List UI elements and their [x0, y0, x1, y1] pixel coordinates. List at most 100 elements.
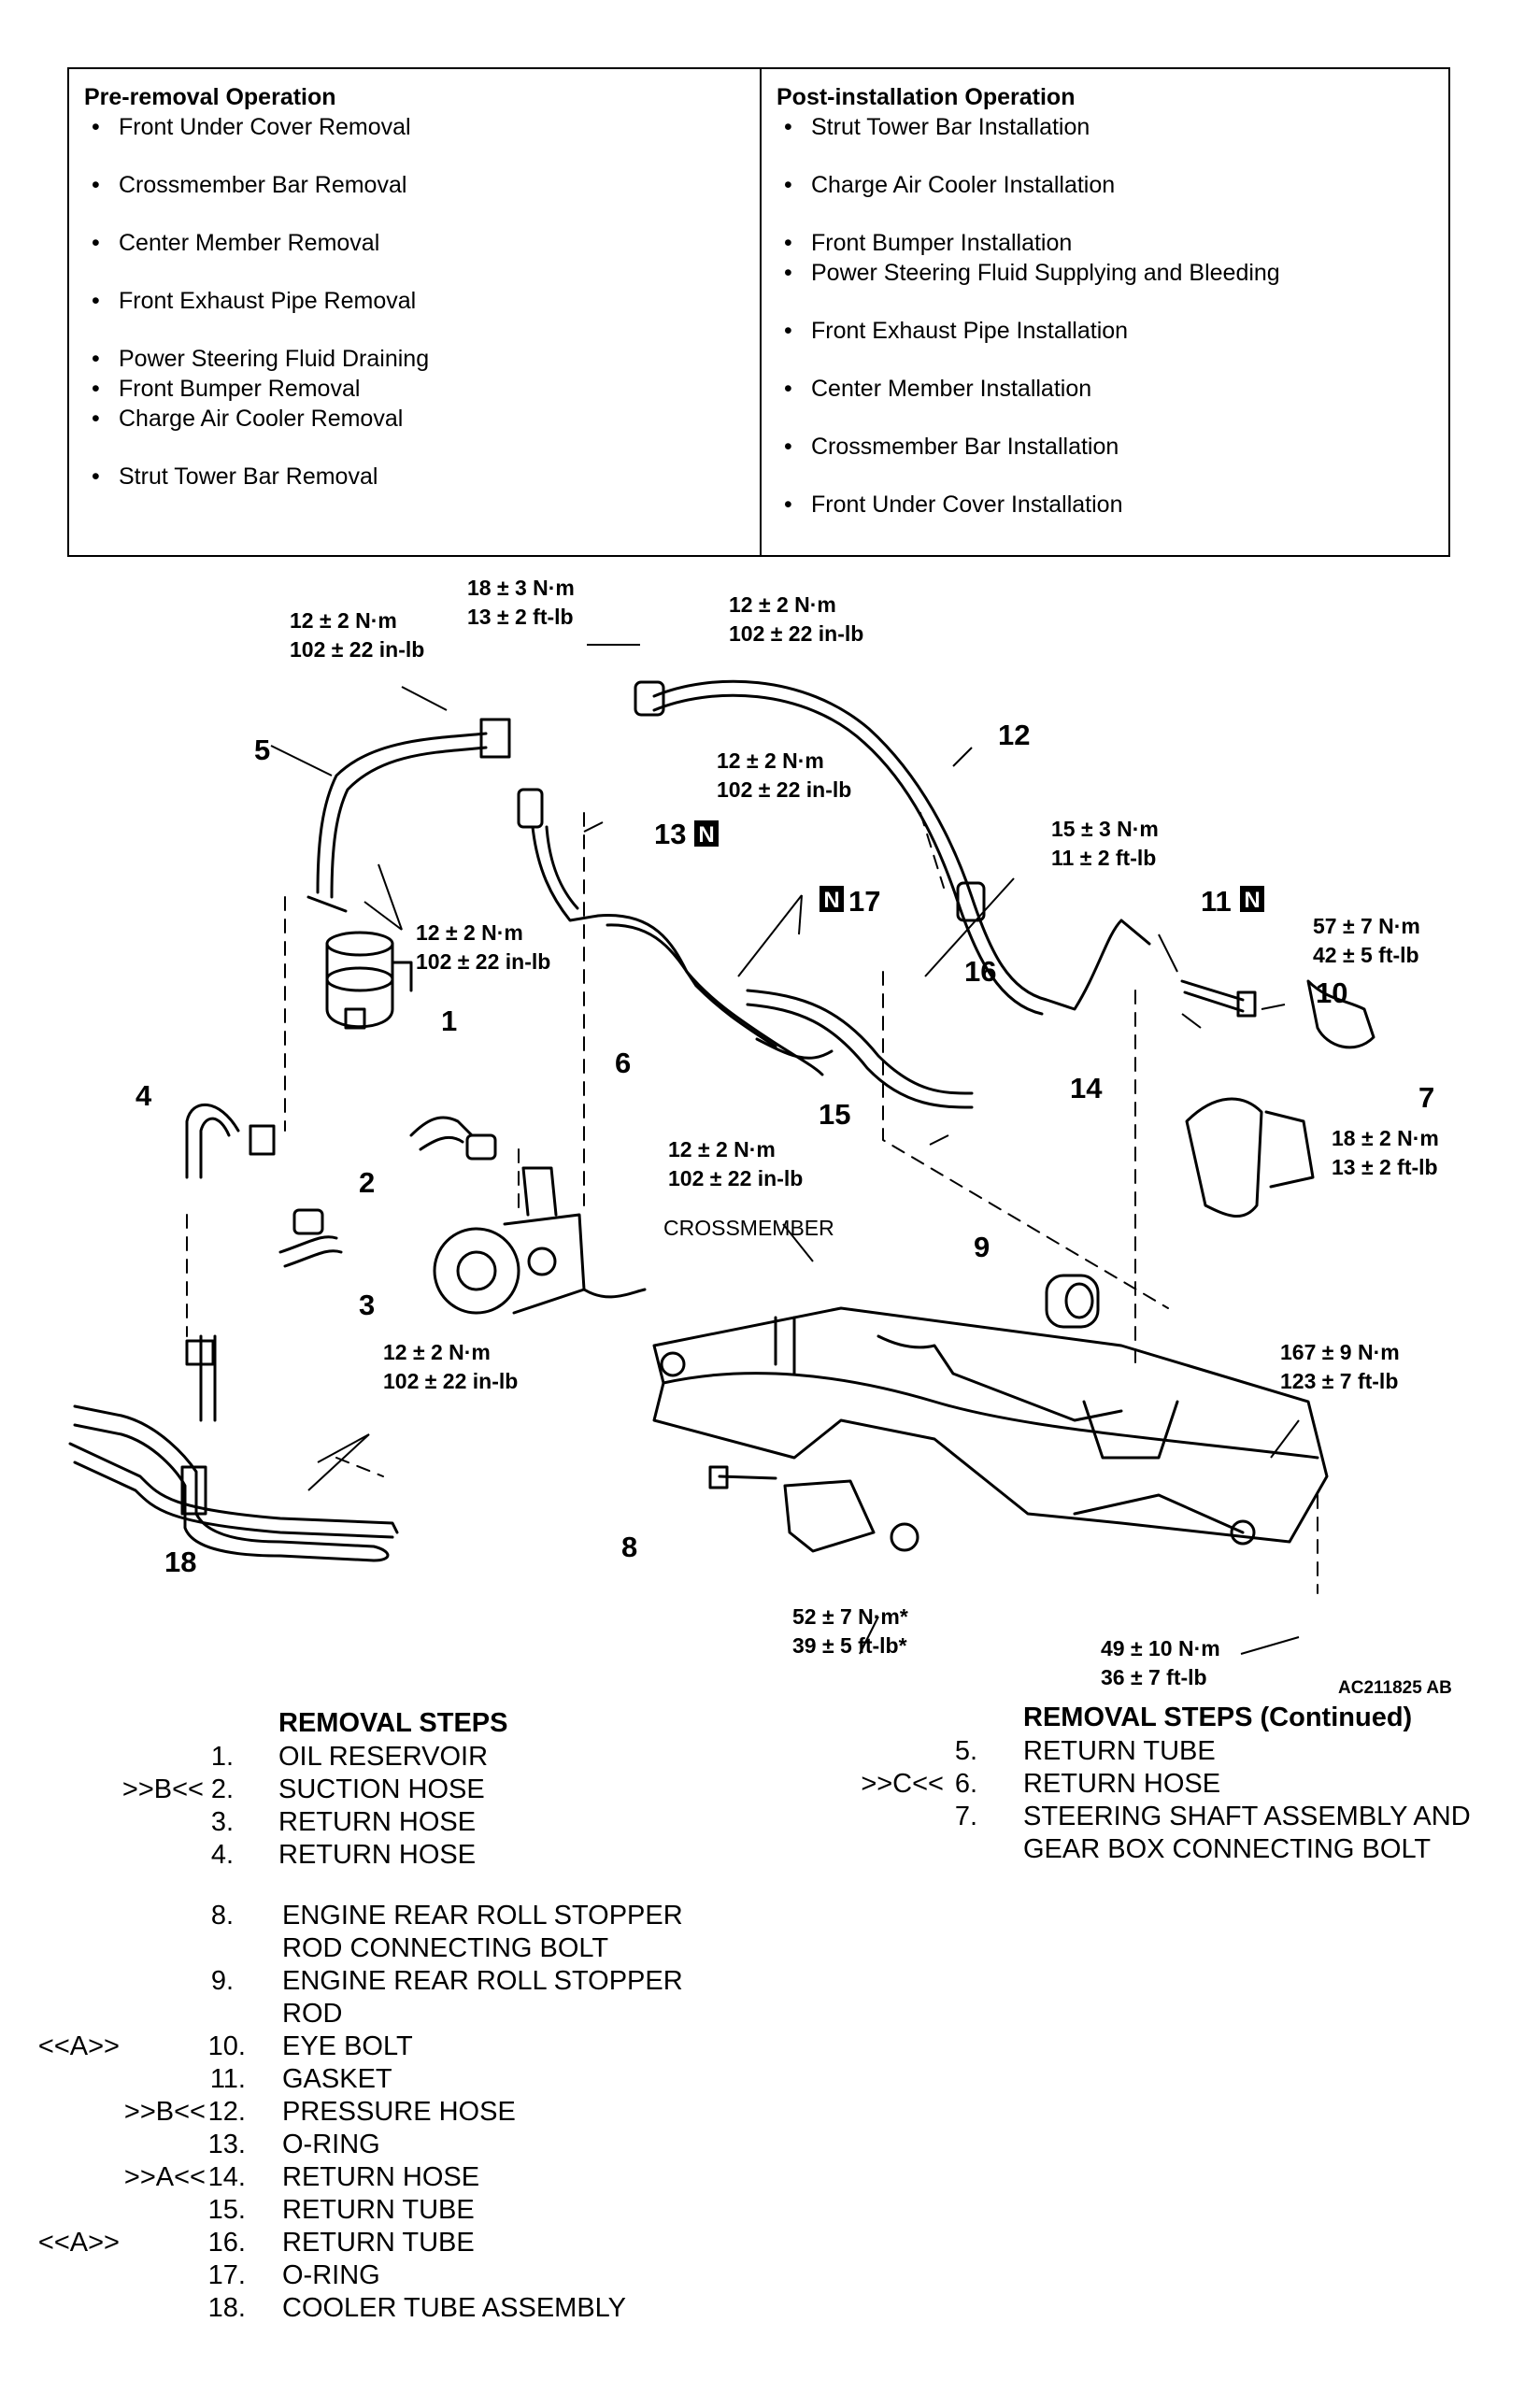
- torque-spec: 102 ± 22 in-lb: [717, 777, 851, 802]
- step-text: RETURN HOSE: [282, 2162, 480, 2192]
- step-text: ENGINE REAR ROLL STOPPER: [282, 1901, 683, 1931]
- part-callouts: 1 2 3 4 5 6 7 8 9 10 11 12 13 14 15 16 1…: [135, 719, 1434, 1578]
- new-part-badges: N N N: [694, 820, 1264, 913]
- torque-spec: 167 ± 9 N·m: [1280, 1340, 1400, 1364]
- return-tube-5: [306, 718, 511, 913]
- roll-stopper-rod: [1045, 1274, 1100, 1329]
- step-number: 18.: [207, 2293, 246, 2323]
- callout-1: 1: [441, 1005, 457, 1037]
- step-number: 11.: [209, 2064, 246, 2094]
- step-text: O-RING: [282, 2260, 380, 2290]
- step-number: 16.: [207, 2228, 246, 2258]
- torque-spec: 52 ± 7 N·m*: [792, 1604, 908, 1629]
- oil-reservoir: [325, 931, 413, 1030]
- callout-16: 16: [964, 955, 996, 988]
- step-number: 7.: [954, 1802, 977, 1831]
- callout-12: 12: [998, 719, 1030, 751]
- list-item: Front Bumper Removal: [84, 374, 745, 404]
- torque-spec: 12 ± 2 N·m: [383, 1340, 491, 1364]
- step-text: PRESSURE HOSE: [282, 2097, 516, 2127]
- callout-15: 15: [819, 1098, 850, 1131]
- list-item: Center Member Removal: [84, 228, 745, 258]
- step-number: 1.: [210, 1742, 234, 1772]
- step-number: 13.: [207, 2130, 246, 2159]
- torque-specs: 18 ± 3 N·m 13 ± 2 ft-lb 12 ± 2 N·m 102 ±…: [290, 576, 1439, 1689]
- torque-spec: 102 ± 22 in-lb: [729, 621, 863, 646]
- torque-spec: 12 ± 2 N·m: [729, 592, 836, 617]
- step-number: 17.: [207, 2260, 246, 2290]
- step-text: OIL RESERVOIR: [278, 1742, 489, 1772]
- svg-text:N: N: [698, 822, 714, 848]
- torque-spec: 13 ± 2 ft-lb: [467, 605, 574, 629]
- step-number: 8.: [210, 1901, 234, 1931]
- step-text: GASKET: [282, 2064, 392, 2094]
- torque-spec: 15 ± 3 N·m: [1051, 817, 1159, 841]
- crossmember: [652, 1306, 1329, 1546]
- step-text: RETURN TUBE: [282, 2195, 475, 2225]
- callout-4: 4: [135, 1079, 152, 1112]
- list-item: Center Member Installation: [777, 374, 1433, 404]
- callout-8: 8: [621, 1531, 637, 1563]
- torque-spec: 57 ± 7 N·m: [1313, 914, 1420, 938]
- list-item: Power Steering Fluid Draining: [84, 344, 745, 374]
- callout-17: 17: [848, 885, 880, 918]
- leader-lines: [270, 644, 1300, 1655]
- torque-spec: 12 ± 2 N·m: [416, 920, 523, 945]
- step-number: 14.: [207, 2162, 246, 2192]
- step-text: ROD CONNECTING BOLT: [282, 1933, 609, 1963]
- new-part-badge: N: [694, 820, 719, 848]
- callout-5: 5: [254, 734, 270, 766]
- torque-spec: 42 ± 5 ft-lb: [1313, 943, 1419, 967]
- step-text: RETURN HOSE: [278, 1807, 477, 1837]
- torque-spec: 39 ± 5 ft-lb*: [792, 1633, 907, 1658]
- step-text: STEERING SHAFT ASSEMBLY AND: [1023, 1802, 1471, 1831]
- step-mark: >>A<<: [123, 2162, 206, 2192]
- power-steering-exploded-diagram: 18 ± 3 N·m 13 ± 2 ft-lb 12 ± 2 N·m 102 ±…: [68, 576, 1452, 1696]
- torque-spec: 102 ± 22 in-lb: [383, 1369, 518, 1393]
- removal-steps-continued-title: REMOVAL STEPS (Continued): [1023, 1703, 1413, 1732]
- operations-table: Pre-removal Operation Front Under Cover …: [67, 67, 1450, 557]
- svg-text:N: N: [823, 888, 839, 913]
- new-part-badge: N: [1240, 886, 1264, 913]
- torque-spec: 13 ± 2 ft-lb: [1332, 1155, 1438, 1179]
- step-mark: >>B<<: [121, 1774, 204, 1804]
- svg-text:N: N: [1244, 888, 1260, 913]
- step-number: 15.: [207, 2195, 246, 2225]
- steering-shaft-assembly: [1185, 979, 1375, 1218]
- torque-spec: 12 ± 2 N·m: [717, 748, 824, 773]
- new-part-badge: N: [820, 886, 844, 913]
- callout-7: 7: [1418, 1081, 1434, 1114]
- torque-spec: 36 ± 7 ft-lb: [1101, 1665, 1207, 1689]
- removal-steps-title: REMOVAL STEPS: [278, 1708, 508, 1738]
- eye-bolt: [1180, 979, 1257, 1018]
- pressure-hose: [634, 679, 1151, 1016]
- list-item: Front Exhaust Pipe Removal: [84, 286, 745, 316]
- return-tube-15: [746, 989, 974, 1109]
- step-mark: >>B<<: [123, 2097, 206, 2127]
- callout-9: 9: [974, 1231, 990, 1263]
- list-item: Strut Tower Bar Installation: [777, 112, 1433, 142]
- callout-2: 2: [359, 1166, 375, 1199]
- list-item: Charge Air Cooler Removal: [84, 404, 745, 434]
- step-text: ENGINE REAR ROLL STOPPER: [282, 1966, 683, 1996]
- figure-code: AC211825 AB: [1338, 1678, 1452, 1696]
- step-number: 6.: [954, 1769, 977, 1799]
- callout-6: 6: [615, 1047, 631, 1079]
- callout-13: 13: [654, 818, 686, 850]
- pre-removal-title: Pre-removal Operation: [84, 84, 336, 110]
- step-text: EYE BOLT: [282, 2031, 413, 2061]
- list-item: Strut Tower Bar Removal: [84, 462, 745, 492]
- torque-spec: 102 ± 22 in-lb: [668, 1166, 803, 1190]
- suction-hose: [409, 1116, 497, 1161]
- step-text: RETURN HOSE: [278, 1840, 477, 1870]
- callout-10: 10: [1316, 976, 1347, 1009]
- pre-removal-column: Pre-removal Operation Front Under Cover …: [69, 69, 762, 555]
- step-number: 2.: [210, 1774, 234, 1804]
- list-item: Front Exhaust Pipe Installation: [777, 316, 1433, 346]
- torque-spec: 123 ± 7 ft-lb: [1280, 1369, 1398, 1393]
- list-item: Charge Air Cooler Installation: [777, 170, 1433, 200]
- step-number: 12.: [207, 2097, 246, 2127]
- list-item: Crossmember Bar Installation: [777, 432, 1433, 462]
- torque-spec: 12 ± 2 N·m: [290, 608, 397, 633]
- callout-14: 14: [1070, 1072, 1103, 1104]
